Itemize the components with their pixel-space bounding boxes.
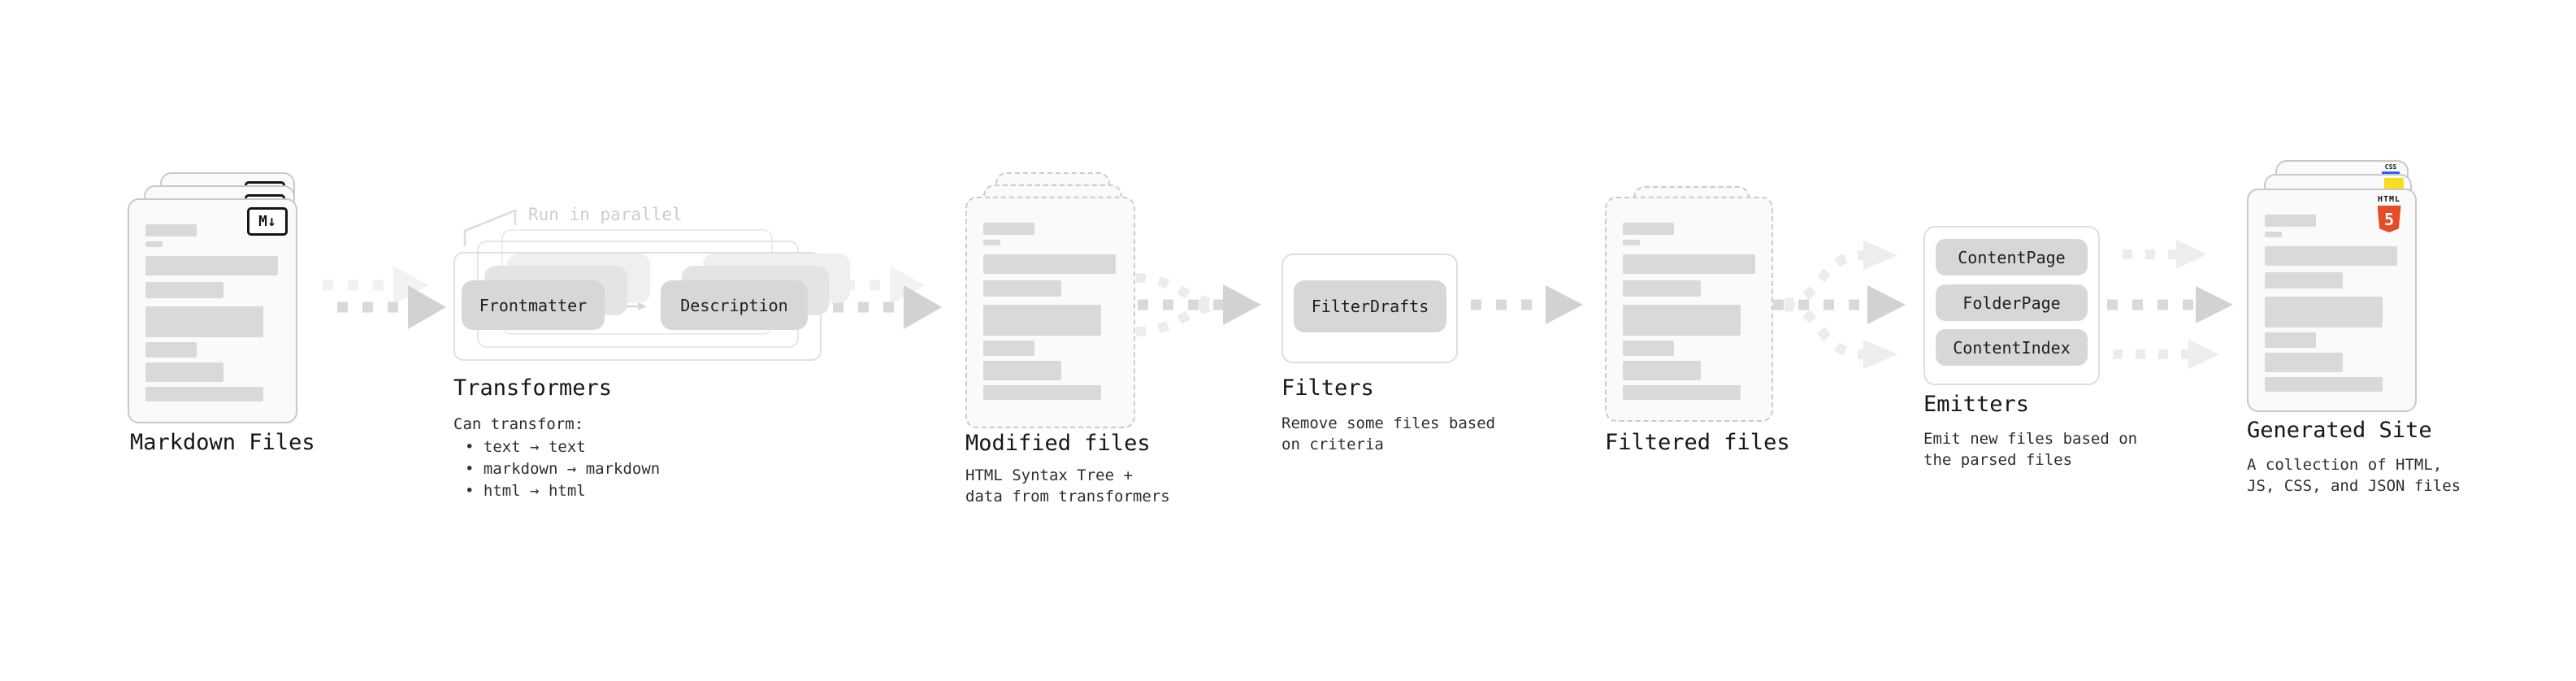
filtered-sheet-front — [1605, 197, 1773, 422]
generated-site-title: Generated Site — [2247, 418, 2432, 443]
run-in-parallel-annotation: Run in parallel — [528, 205, 683, 224]
content-line — [145, 387, 263, 401]
html5-label: HTML — [2377, 195, 2401, 204]
arrow-markdown-to-transformers-icon — [323, 266, 446, 329]
content-line — [983, 305, 1101, 336]
content-line — [1623, 340, 1674, 356]
markdown-sheet-front: M↓ — [128, 198, 297, 423]
content-line — [983, 240, 1000, 245]
filters-desc: on criteria — [1281, 436, 1384, 453]
css-label: CSS — [2384, 163, 2397, 171]
content-line — [145, 342, 197, 358]
content-line — [2265, 272, 2343, 288]
document-content-lines — [145, 224, 278, 401]
filtered-files-stack — [1605, 186, 1774, 422]
filters-desc: Remove some files based — [1281, 414, 1496, 432]
content-line — [1623, 280, 1701, 297]
content-line — [1623, 240, 1640, 245]
arrow-modified-to-filters-icon — [1135, 273, 1261, 336]
filters-title: Filters — [1281, 375, 1374, 401]
arrow-filtered-to-emitters-icon — [1773, 241, 1906, 369]
transformers-bullet: • html → html — [465, 482, 586, 500]
content-line — [1623, 361, 1701, 380]
css3-icon: CSS — [2381, 164, 2400, 175]
transformers-bullet: • text → text — [465, 438, 586, 456]
filterdrafts-box: FilterDrafts — [1294, 280, 1446, 332]
content-line — [145, 306, 263, 337]
document-content-lines — [983, 223, 1116, 400]
frontmatter-box: Frontmatter — [462, 280, 605, 330]
content-line — [2265, 353, 2343, 372]
content-line — [145, 241, 163, 247]
html5-shield: 5 — [2377, 206, 2401, 232]
content-line — [983, 361, 1061, 380]
content-line — [2265, 215, 2316, 227]
content-line — [2265, 246, 2397, 266]
content-line — [145, 362, 223, 382]
contentpage-box: ContentPage — [1936, 239, 2088, 275]
emitters-container: ContentPage FolderPage ContentIndex — [1923, 226, 2100, 385]
description-box: Description — [661, 280, 808, 330]
content-line — [2265, 377, 2383, 392]
content-line — [1623, 385, 1741, 400]
generated-site-stack: CSS HTML 5 — [2247, 160, 2442, 412]
modified-files-desc: data from transformers — [965, 488, 1170, 505]
generated-site-desc: JS, CSS, and JSON files — [2247, 477, 2461, 495]
modified-files-title: Modified files — [965, 431, 1151, 456]
css-bar — [2382, 171, 2400, 175]
filters-container: FilterDrafts — [1281, 254, 1458, 363]
content-line — [2265, 332, 2316, 348]
js-icon — [2384, 178, 2404, 190]
document-content-lines — [2265, 215, 2397, 392]
transformers-bullet: • markdown → markdown — [465, 460, 661, 478]
content-line — [145, 224, 197, 236]
emitters-desc: Emit new files based on — [1923, 430, 2138, 448]
arrow-filters-to-filtered-icon — [1471, 285, 1583, 324]
markdown-files-stack: M↓ M↓ M↓ — [128, 172, 327, 424]
content-line — [983, 340, 1034, 356]
content-line — [983, 385, 1101, 400]
markdown-files-title: Markdown Files — [130, 430, 315, 455]
content-line — [2265, 232, 2282, 237]
modified-files-stack — [965, 172, 1136, 428]
content-line — [145, 256, 278, 275]
content-line — [983, 254, 1116, 274]
transformers-stack: Frontmatter Description — [453, 229, 850, 361]
content-line — [983, 223, 1034, 235]
content-line — [2265, 297, 2383, 327]
folderpage-box: FolderPage — [1936, 284, 2088, 321]
html5-icon: HTML 5 — [2372, 196, 2406, 232]
content-line — [1623, 254, 1755, 274]
filtered-files-title: Filtered files — [1605, 430, 1790, 455]
modified-files-desc: HTML Syntax Tree + — [965, 466, 1133, 484]
generated-sheet-html: HTML 5 — [2247, 189, 2417, 412]
arrow-emitters-to-generated-icon — [2107, 240, 2233, 369]
transformers-desc-heading: Can transform: — [453, 415, 584, 433]
content-line — [983, 280, 1061, 297]
document-content-lines — [1623, 223, 1755, 400]
emitters-desc: the parsed files — [1923, 451, 2073, 469]
content-line — [1623, 305, 1741, 336]
markdown-icon: M↓ — [247, 207, 288, 236]
modified-sheet-front — [965, 197, 1135, 428]
emitters-title: Emitters — [1923, 392, 2030, 417]
generated-site-desc: A collection of HTML, — [2247, 456, 2443, 474]
content-line — [1623, 223, 1674, 235]
contentindex-box: ContentIndex — [1936, 329, 2088, 366]
transformers-title: Transformers — [453, 375, 613, 401]
content-line — [145, 282, 223, 298]
